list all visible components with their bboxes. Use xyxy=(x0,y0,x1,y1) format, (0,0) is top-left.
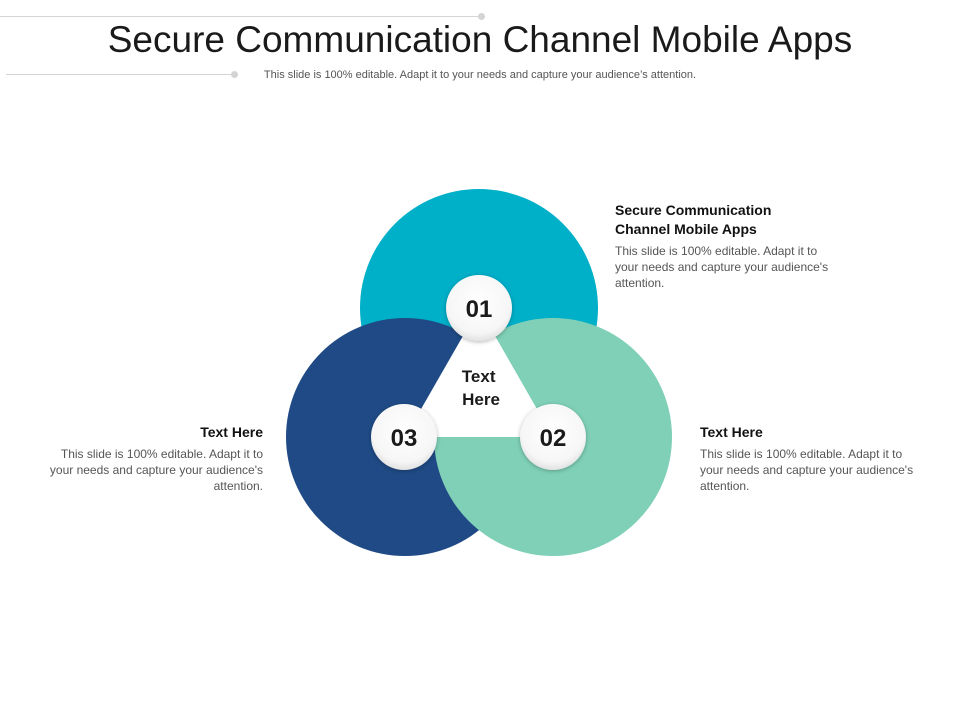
callout-02-heading: Text Here xyxy=(700,424,763,440)
page-title: Secure Communication Channel Mobile Apps xyxy=(107,19,853,60)
center-label: Text Here xyxy=(462,367,500,409)
callout-03: Text Here This slide is 100% editable. A… xyxy=(48,423,263,494)
badge-02-number: 02 xyxy=(540,425,567,452)
badge-02: 02 xyxy=(520,404,586,470)
badge-03: 03 xyxy=(371,404,437,470)
callout-03-heading: Text Here xyxy=(200,424,263,440)
callout-01-body: This slide is 100% editable. Adapt it to… xyxy=(615,244,829,290)
callout-02: Text Here This slide is 100% editable. A… xyxy=(700,423,915,494)
header-divider-top xyxy=(0,16,482,17)
center-label-line-1: Text xyxy=(462,367,496,386)
callout-01-heading: Secure Communication Channel Mobile Apps xyxy=(615,202,772,237)
center-label-line-2: Here xyxy=(462,390,500,409)
badge-03-number: 03 xyxy=(391,425,418,452)
callout-01: Secure Communication Channel Mobile Apps… xyxy=(615,201,830,291)
badge-01: 01 xyxy=(446,275,512,341)
header-divider-bottom-dot xyxy=(231,71,238,78)
header-divider-bottom xyxy=(6,74,234,75)
badge-01-number: 01 xyxy=(466,296,493,323)
callout-03-body: This slide is 100% editable. Adapt it to… xyxy=(49,447,263,493)
header-divider-top-dot xyxy=(478,13,485,20)
callout-02-body: This slide is 100% editable. Adapt it to… xyxy=(700,447,914,493)
page-subtitle: This slide is 100% editable. Adapt it to… xyxy=(263,69,697,81)
center-triangle xyxy=(405,308,553,437)
